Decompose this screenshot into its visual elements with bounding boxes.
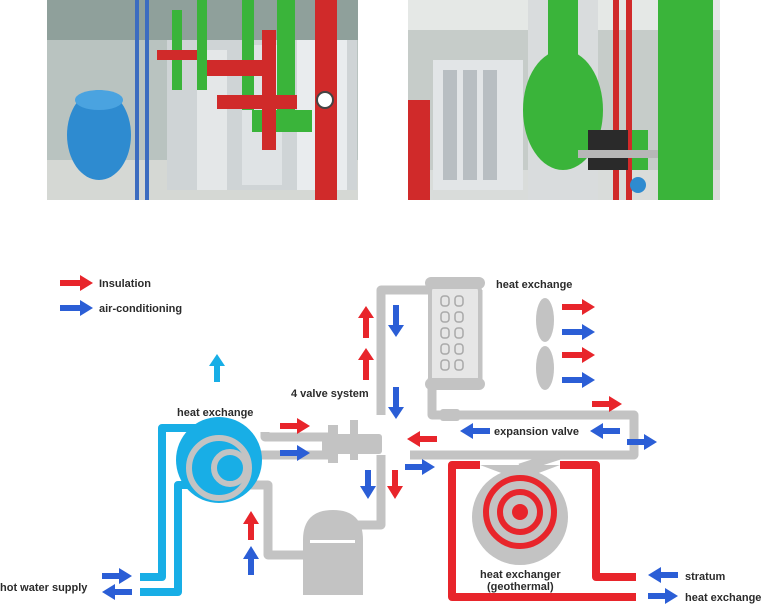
expansion-valve-body bbox=[440, 409, 460, 421]
right-arrow-icon bbox=[627, 434, 657, 450]
air-conditioning-arrow-icon bbox=[60, 300, 93, 316]
geothermal-exchanger-label-line2: (geothermal) bbox=[487, 581, 554, 593]
right-arrow-icon bbox=[562, 299, 595, 315]
left-arrow-icon bbox=[102, 584, 132, 600]
left-arrow-icon bbox=[590, 423, 620, 439]
mechanical-room-photo-right bbox=[408, 0, 720, 200]
hot-water-supply-label: hot water supply bbox=[0, 582, 88, 594]
right-arrow-icon bbox=[648, 588, 678, 604]
mechanical-room-photo-left bbox=[47, 0, 358, 200]
geothermal-exchanger-label-line1: heat exchanger bbox=[480, 569, 561, 581]
up-arrow-icon bbox=[243, 511, 259, 540]
left-arrow-icon bbox=[648, 567, 678, 583]
expansion-valve-label: expansion valve bbox=[494, 426, 579, 438]
right-arrow-icon bbox=[280, 445, 310, 461]
compressor-icon bbox=[303, 510, 363, 595]
geothermal-exchanger bbox=[472, 465, 568, 565]
insulation-arrow-icon bbox=[60, 275, 93, 291]
four-valve-body bbox=[322, 420, 382, 463]
stratum-label: stratum bbox=[685, 571, 726, 583]
heat-exchange-top-label: heat exchange bbox=[496, 279, 572, 291]
up-arrow-icon bbox=[243, 546, 259, 575]
down-arrow-icon bbox=[388, 387, 404, 419]
down-arrow-icon bbox=[388, 305, 404, 337]
right-arrow-icon bbox=[592, 396, 622, 412]
right-arrow-icon bbox=[102, 568, 132, 584]
down-arrow-icon bbox=[360, 470, 376, 499]
up-arrow-icon bbox=[358, 306, 374, 338]
right-arrow-icon bbox=[280, 418, 310, 434]
four-valve-label: 4 valve system bbox=[291, 388, 369, 400]
fan-blade-icon bbox=[536, 346, 554, 390]
legend-insulation-label: Insulation bbox=[99, 278, 151, 290]
left-arrow-icon bbox=[407, 431, 437, 447]
legend-air-conditioning-label: air-conditioning bbox=[99, 303, 182, 315]
right-arrow-icon bbox=[562, 372, 595, 388]
heat-exchange-bottom-label: heat exchange bbox=[685, 592, 761, 604]
right-arrow-icon bbox=[405, 459, 435, 475]
fan-blade-icon bbox=[536, 298, 554, 342]
heat-exchange-left-label: heat exchange bbox=[177, 407, 253, 419]
up-arrow-icon bbox=[209, 354, 225, 382]
right-arrow-icon bbox=[562, 324, 595, 340]
down-arrow-icon bbox=[387, 470, 403, 499]
right-arrow-icon bbox=[562, 347, 595, 363]
up-arrow-icon bbox=[358, 348, 374, 380]
hot-water-exchanger bbox=[176, 417, 262, 503]
left-arrow-icon bbox=[460, 423, 490, 439]
coil-heat-exchanger bbox=[425, 277, 485, 390]
geothermal-pipes bbox=[448, 461, 636, 601]
